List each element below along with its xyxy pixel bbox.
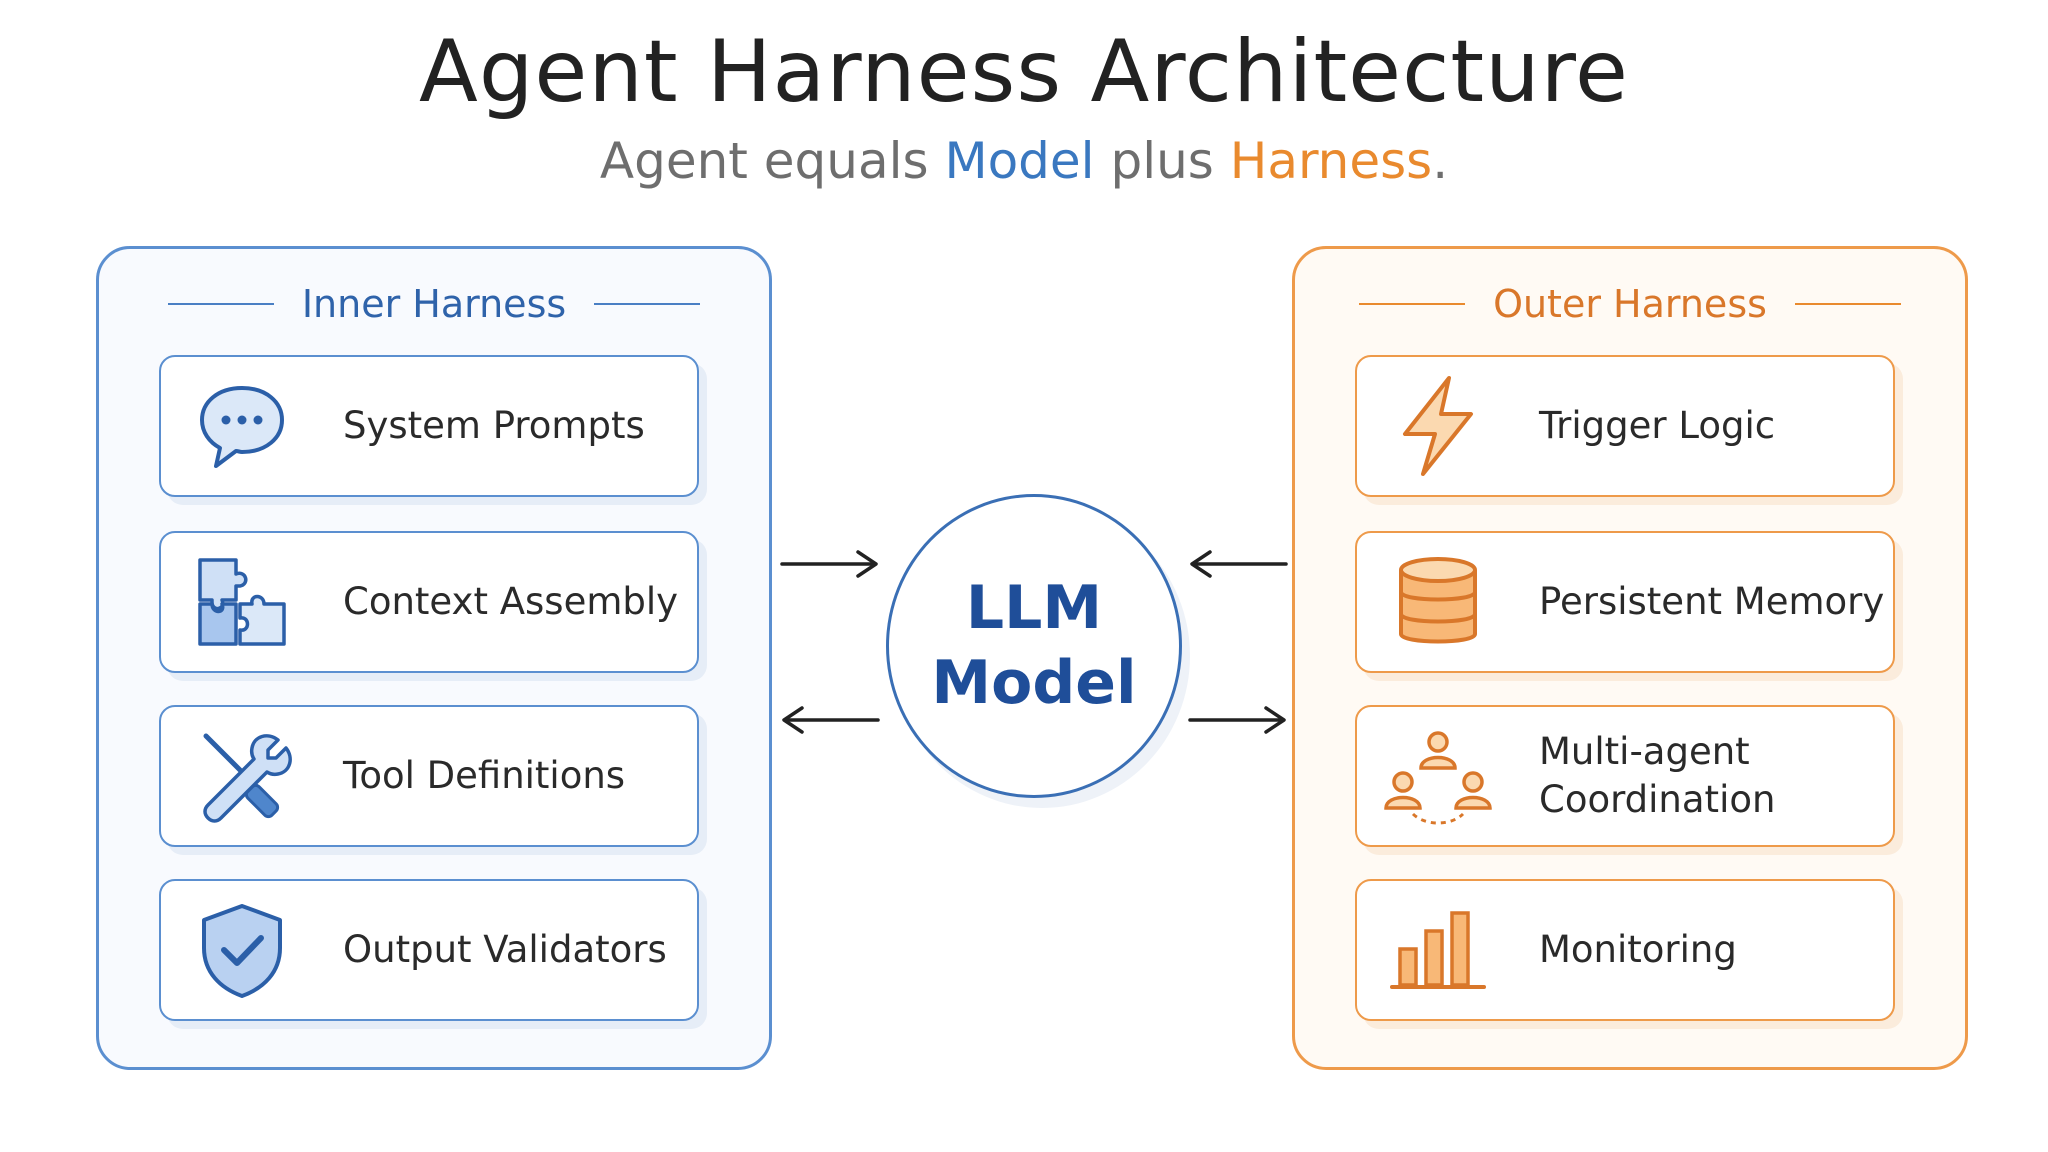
llm-label: LLM xyxy=(965,573,1103,643)
inner-harness-label: Inner Harness xyxy=(301,282,567,326)
arrow-left-icon xyxy=(782,706,880,734)
puzzle-icon xyxy=(187,547,297,657)
database-icon xyxy=(1383,547,1493,657)
page-subtitle: Agent equals Model plus Harness. xyxy=(0,132,2048,190)
bar-chart-icon xyxy=(1383,895,1493,1005)
card-persistent-memory: Persistent Memory xyxy=(1355,531,1895,673)
label-line-2: Coordination xyxy=(1539,778,1776,821)
outer-harness-header: Outer Harness xyxy=(1295,279,1965,329)
subtitle-text-2: plus xyxy=(1094,132,1230,190)
header-rule-left xyxy=(167,303,274,305)
outer-harness-label: Outer Harness xyxy=(1493,282,1767,326)
subtitle-harness: Harness xyxy=(1229,132,1433,190)
card-label-system-prompts: System Prompts xyxy=(343,403,645,447)
card-label-context-assembly: Context Assembly xyxy=(343,579,679,623)
arrow-right-icon xyxy=(780,550,878,578)
card-system-prompts: System Prompts xyxy=(159,355,699,497)
header-rule-right xyxy=(594,303,701,305)
arrow-left-icon xyxy=(1190,550,1288,578)
llm-model-node: LLM Model xyxy=(886,494,1182,798)
card-output-validators: Output Validators xyxy=(159,879,699,1021)
speech-bubble-icon xyxy=(187,371,297,481)
inner-harness-header: Inner Harness xyxy=(99,279,769,329)
header-rule-left xyxy=(1359,303,1466,305)
header-rule-right xyxy=(1794,303,1901,305)
card-label-monitoring: Monitoring xyxy=(1539,927,1737,971)
label-line-1: Multi-agent xyxy=(1539,729,1750,773)
card-monitoring: Monitoring xyxy=(1355,879,1895,1021)
card-label-persistent-memory: Persistent Memory xyxy=(1539,579,1885,623)
outer-harness-panel: Outer Harness Trigger Logic Persistent M… xyxy=(1292,246,1968,1070)
model-label: Model xyxy=(931,648,1137,718)
subtitle-text: Agent equals xyxy=(599,132,945,190)
tools-icon xyxy=(187,721,297,831)
page-title: Agent Harness Architecture xyxy=(419,22,1629,122)
card-tool-definitions: Tool Definitions xyxy=(159,705,699,847)
arrow-right-icon xyxy=(1188,706,1286,734)
card-trigger-logic: Trigger Logic xyxy=(1355,355,1895,497)
lightning-icon xyxy=(1383,371,1493,481)
card-label-trigger-logic: Trigger Logic xyxy=(1539,403,1776,447)
card-label-tool-definitions: Tool Definitions xyxy=(343,753,626,797)
inner-harness-panel: Inner Harness System Prompts Context Ass… xyxy=(96,246,772,1070)
shield-check-icon xyxy=(187,895,297,1005)
subtitle-period: . xyxy=(1432,132,1449,190)
subtitle-model: Model xyxy=(944,132,1095,190)
agents-icon xyxy=(1383,721,1493,831)
card-label-output-validators: Output Validators xyxy=(343,927,667,971)
card-context-assembly: Context Assembly xyxy=(159,531,699,673)
